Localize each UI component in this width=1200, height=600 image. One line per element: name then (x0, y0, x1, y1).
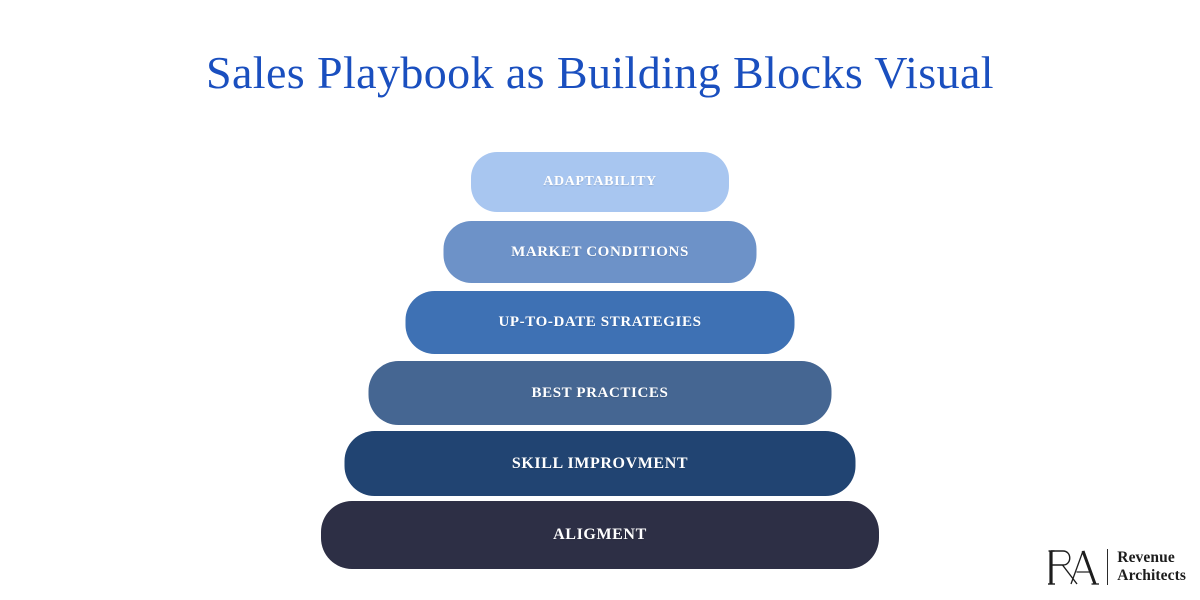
building-block-label: ADAPTABILITY (543, 174, 657, 189)
logo-divider (1106, 549, 1109, 585)
building-block-label: ALIGMENT (553, 526, 647, 543)
brand-logo: Revenue Architects (1047, 540, 1186, 594)
ra-monogram-icon (1047, 550, 1099, 585)
logo-wordmark-line2: Architects (1117, 567, 1186, 584)
building-block-label: UP-TO-DATE STRATEGIES (498, 314, 702, 330)
building-block-2[interactable]: MARKET CONDITIONS (443, 221, 757, 283)
logo-wordmark-line1: Revenue (1117, 548, 1175, 566)
building-block-label: BEST PRACTICES (531, 384, 669, 401)
building-blocks-pyramid: ADAPTABILITY MARKET CONDITIONS UP-TO-DATE … (0, 152, 1200, 569)
page-title: Sales Playbook as Building Blocks Visual (205, 47, 994, 98)
building-block-5[interactable]: SKILL IMPROVMENT (344, 431, 856, 496)
building-block-4[interactable]: BEST PRACTICES (368, 361, 832, 425)
building-block-3[interactable]: UP-TO-DATE STRATEGIES (405, 291, 795, 354)
building-block-label: SKILL IMPROVMENT (511, 454, 689, 472)
building-block-6[interactable]: ALIGMENT (321, 501, 879, 569)
building-block-label: MARKET CONDITIONS (511, 243, 689, 260)
logo-wordmark: Revenue Architects (1117, 549, 1186, 586)
building-block-1[interactable]: ADAPTABILITY (471, 152, 729, 212)
